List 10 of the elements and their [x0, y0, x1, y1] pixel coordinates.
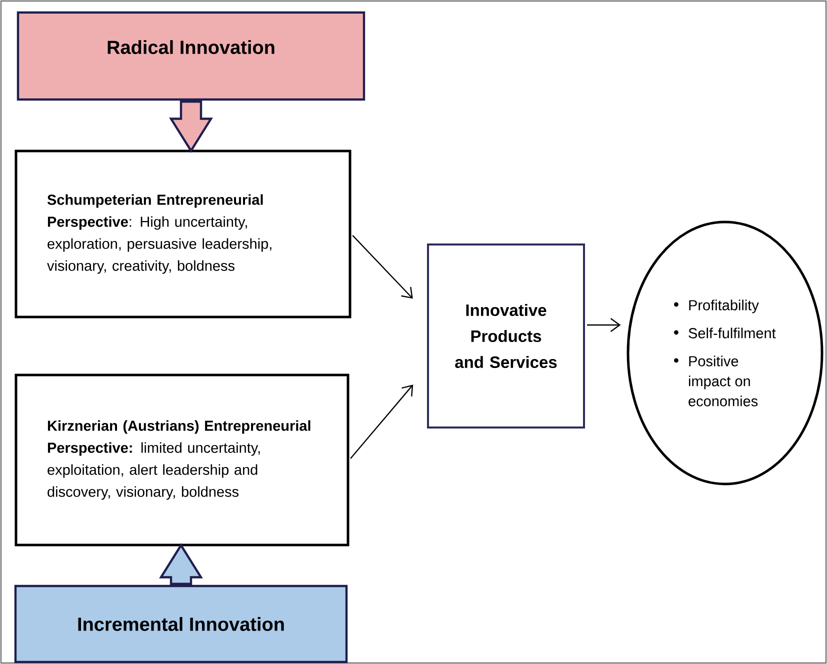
block-arrow — [169, 100, 213, 153]
banner-box: Radical Innovation — [16, 11, 366, 101]
banner-box: Incremental Innovation — [14, 584, 348, 664]
process-box: Innovative Products and Services — [427, 244, 585, 428]
arrow — [352, 235, 413, 299]
text-box: Kirznerian (Austrians) Entrepreneurial Perspective: limited uncertainty, exploitation, alert leadership and discovery, visionary, boldness — [14, 374, 350, 546]
block-arrow — [159, 543, 203, 585]
text-box: Schumpeterian Entrepreneurial Perspective: High uncertainty, exploration, persuasive leadership, visionary, creativity, boldness — [14, 150, 352, 318]
arrow — [350, 384, 414, 459]
arrow — [587, 318, 621, 332]
